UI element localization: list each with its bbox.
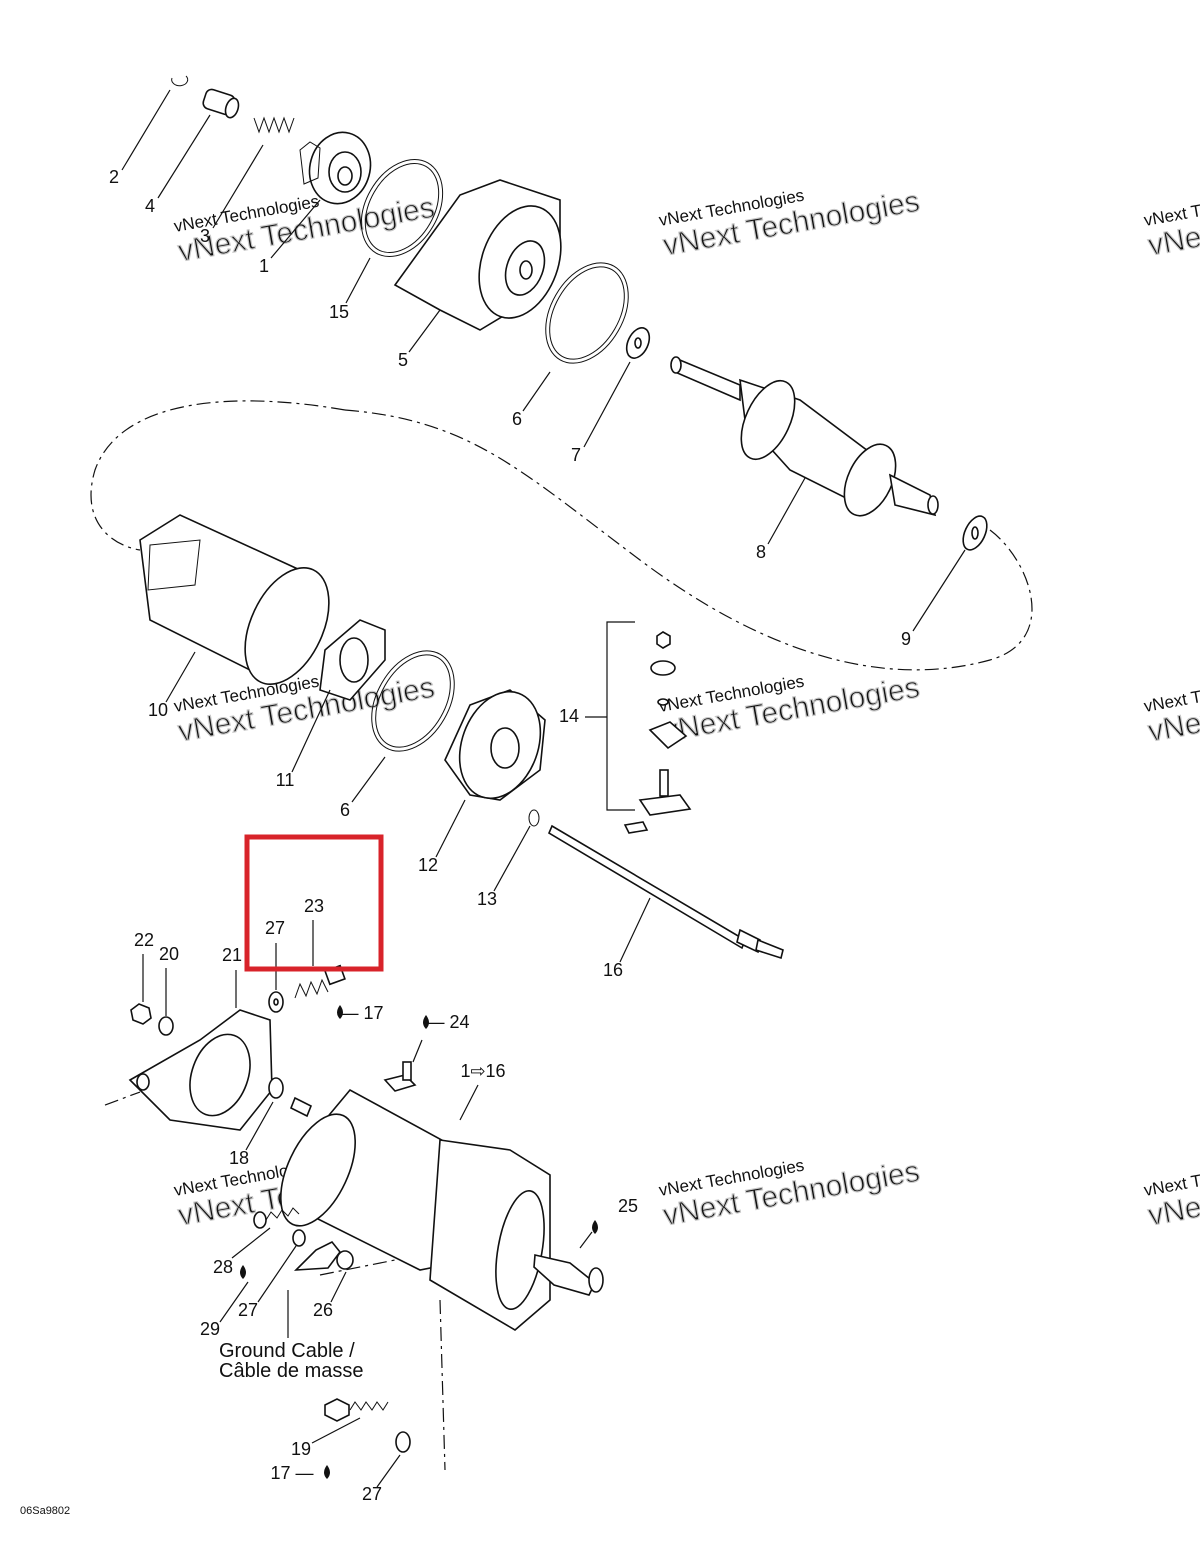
callout-label: 5 — [398, 350, 408, 370]
callout-label: 10 — [148, 700, 168, 720]
part-1-drive-assembly — [299, 131, 372, 205]
callout-label: 1⇨16 — [460, 1061, 505, 1081]
starter-motor-assembly — [280, 1061, 604, 1331]
leader-lines — [121, 89, 966, 1488]
callout-label: 22 — [134, 930, 154, 950]
part-20-washer — [158, 1016, 174, 1036]
callout-label: — 24 — [426, 1012, 469, 1032]
watermark: vNext Technologies vNext Technologies — [1142, 670, 1200, 749]
lubricant-drop-icons — [240, 1005, 598, 1479]
callout-label: 15 — [329, 302, 349, 322]
callout-label: 23 — [304, 896, 324, 916]
watermark: vNext Technologies vNext Technologies — [1142, 1154, 1200, 1233]
part-6-o-ring-lower — [371, 650, 455, 752]
part-12-end-cover — [444, 689, 546, 801]
watermark-layer: vNext Technologies vNext Technologies vN… — [172, 184, 1200, 1233]
part-21-bracket — [128, 1009, 273, 1131]
part-27-washer-lower — [292, 1229, 306, 1247]
lubricant-drop-icon — [592, 1220, 598, 1234]
lubricant-drop-icon — [240, 1265, 246, 1279]
callout-label: 2 — [109, 167, 119, 187]
callout-label: 6 — [512, 409, 522, 429]
callout-label: 12 — [418, 855, 438, 875]
part-15-o-ring-inner — [364, 162, 440, 254]
highlight-box — [244, 834, 384, 972]
callout-label: 17 — — [270, 1463, 313, 1483]
callout-label: 26 — [313, 1300, 333, 1320]
callout-label: 14 — [559, 706, 579, 726]
part-27-washer-bottom — [395, 1431, 411, 1453]
part-7-washer — [625, 327, 651, 359]
callout-label: 13 — [477, 889, 497, 909]
part-6-o-ring — [545, 262, 629, 364]
part-6-o-ring-inner — [549, 266, 625, 360]
callout-label: 21 — [222, 945, 242, 965]
watermark: vNext Technologies vNext Technologies — [657, 670, 922, 749]
callout-label: — 17 — [340, 1003, 383, 1023]
callout-label: 28 — [213, 1257, 233, 1277]
callout-label: 27 — [362, 1484, 382, 1504]
callout-label: 6 — [340, 800, 350, 820]
callout-label: 16 — [603, 960, 623, 980]
part-13-small-o-ring — [528, 809, 540, 827]
part-18-washer — [268, 1077, 284, 1099]
callout-label: 11 — [276, 770, 295, 790]
watermark: vNext Technologies vNext Technologies — [172, 190, 437, 269]
part-3-spring — [253, 116, 295, 134]
lubricant-drop-icon — [324, 1465, 330, 1479]
callout-label: 27 — [265, 918, 285, 938]
assembly-path-line — [344, 409, 1033, 671]
assembly-path-line — [90, 400, 346, 551]
part-22-nut — [130, 1003, 152, 1025]
assembly-path-line — [104, 1091, 141, 1106]
figure-code: 06Sa9802 — [20, 1505, 70, 1517]
callout-label: 1 — [259, 256, 269, 276]
part-15-o-ring — [360, 159, 444, 257]
part-6-o-ring-lower-inner — [375, 654, 451, 748]
assembly-path-line — [439, 1299, 446, 1471]
ground-cable-label-fr: Câble de masse — [219, 1360, 364, 1382]
part-2-retaining-ring — [171, 75, 189, 87]
callout-label: 3 — [200, 226, 210, 246]
ground-cable-terminal — [293, 1240, 342, 1271]
watermark: vNext Technologies vNext Technologies — [172, 670, 437, 749]
watermark: vNext Technologies vNext Technologies — [657, 1154, 922, 1233]
watermark: vNext Technologies vNext Technologies — [1142, 184, 1200, 263]
part-16-through-bolt — [547, 824, 784, 960]
callout-label: 25 — [618, 1196, 638, 1216]
callout-label: 27 — [238, 1300, 258, 1320]
watermark: vNext Technologies vNext Technologies — [657, 184, 922, 263]
callout-label: 4 — [145, 196, 155, 216]
callout-label: 19 — [291, 1439, 311, 1459]
lubricant-drop-icon — [423, 1015, 429, 1029]
part-8-armature — [670, 356, 939, 517]
callout-label: 20 — [159, 944, 179, 964]
part-28-screw — [253, 1207, 300, 1229]
ground-cable-label-en: Ground Cable / — [219, 1340, 355, 1362]
part-4-stop-collar — [202, 88, 240, 119]
part-11-brush-plate — [319, 619, 386, 701]
part-10-yoke-housing — [139, 514, 330, 686]
part-5-drive-housing — [393, 179, 562, 331]
part-26-lock-washer — [336, 1250, 354, 1270]
callout-label: 7 — [571, 445, 581, 465]
lubricant-drop-icon — [337, 1005, 343, 1019]
callout-label: 29 — [200, 1319, 220, 1339]
part-14-terminal-kit — [585, 621, 692, 834]
callout-label: 18 — [229, 1148, 249, 1168]
part-9-washer — [962, 515, 988, 551]
part-27-washer — [268, 991, 284, 1013]
part-19-bolt — [324, 1398, 389, 1422]
callout-label: 8 — [756, 542, 766, 562]
callout-label: 9 — [901, 629, 911, 649]
